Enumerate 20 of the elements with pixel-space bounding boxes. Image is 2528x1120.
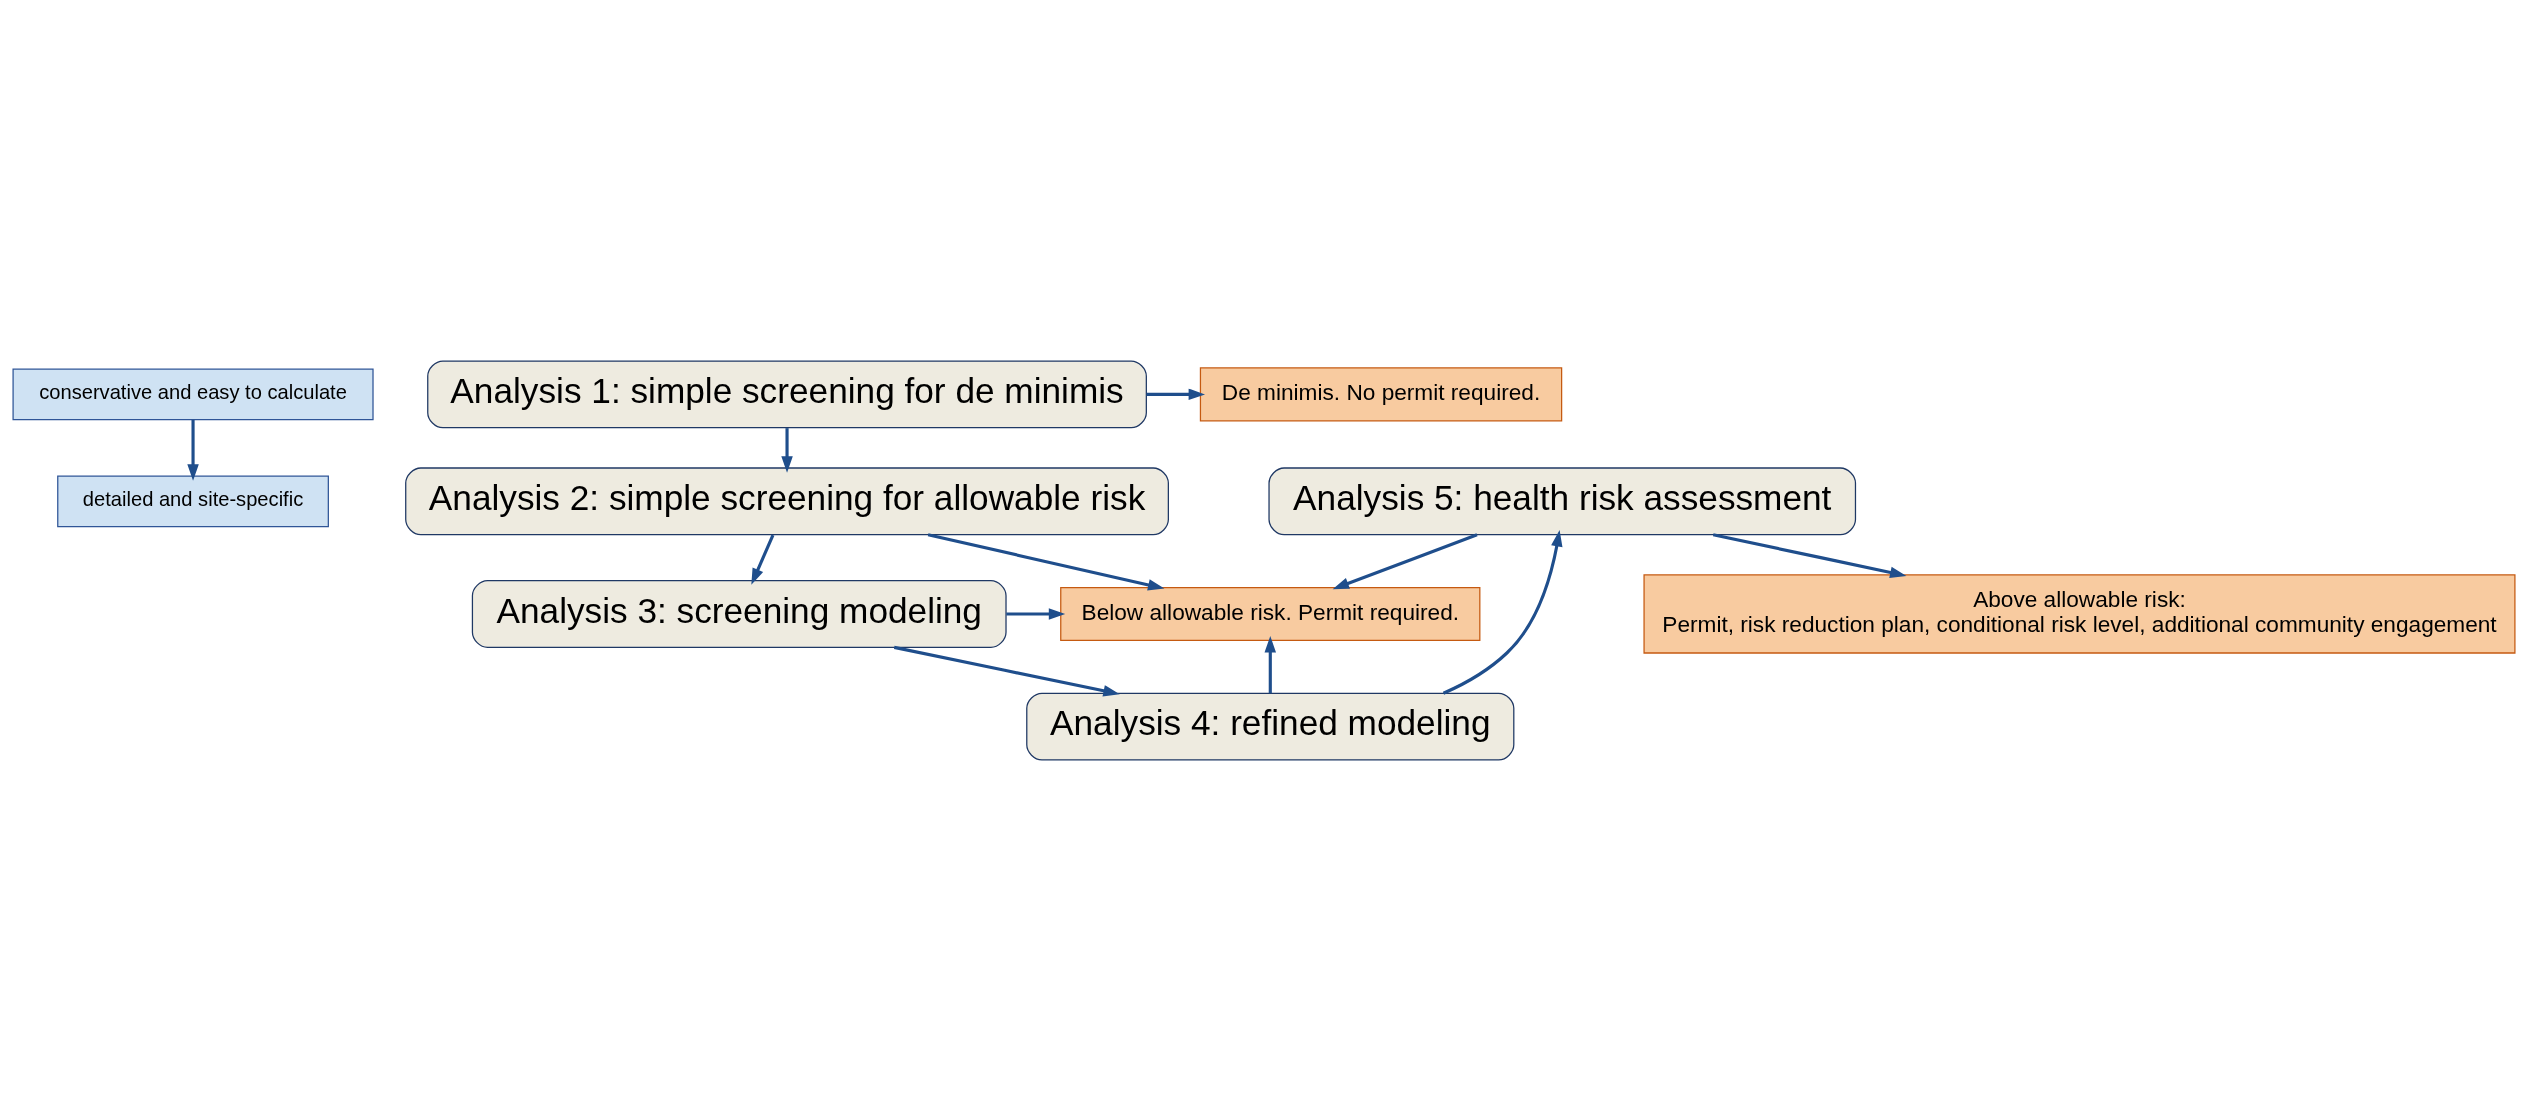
node-box: Below allowable risk. Permit required. — [1060, 586, 1481, 641]
node-box: conservative and easy to calculate — [12, 368, 374, 420]
arrow — [927, 532, 1165, 591]
arrow — [1264, 635, 1277, 693]
node-box: De minimis. No permit required. — [1199, 366, 1563, 421]
arrow — [1332, 532, 1478, 589]
arrow — [187, 419, 199, 481]
node-box: detailed and site-specific — [57, 475, 329, 527]
arrow — [751, 533, 775, 585]
node-box: Analysis 3: screening modeling — [471, 579, 1007, 648]
node-box: Analysis 4: refined modeling — [1026, 692, 1515, 761]
node-box: Analysis 1: simple screening for de minimis — [427, 359, 1147, 428]
arrow — [893, 645, 1120, 696]
node-box: Above allowable risk: Permit, risk reduction plan, conditional risk level, additional community engagement — [1643, 573, 2516, 654]
node-box: Analysis 2: simple screening for allowable risk — [405, 466, 1169, 535]
arrow — [781, 427, 793, 473]
arrow — [1146, 388, 1205, 400]
arrow — [1442, 529, 1563, 695]
node-box: Analysis 5: health risk assessment — [1268, 466, 1857, 535]
arrow — [1006, 607, 1066, 620]
